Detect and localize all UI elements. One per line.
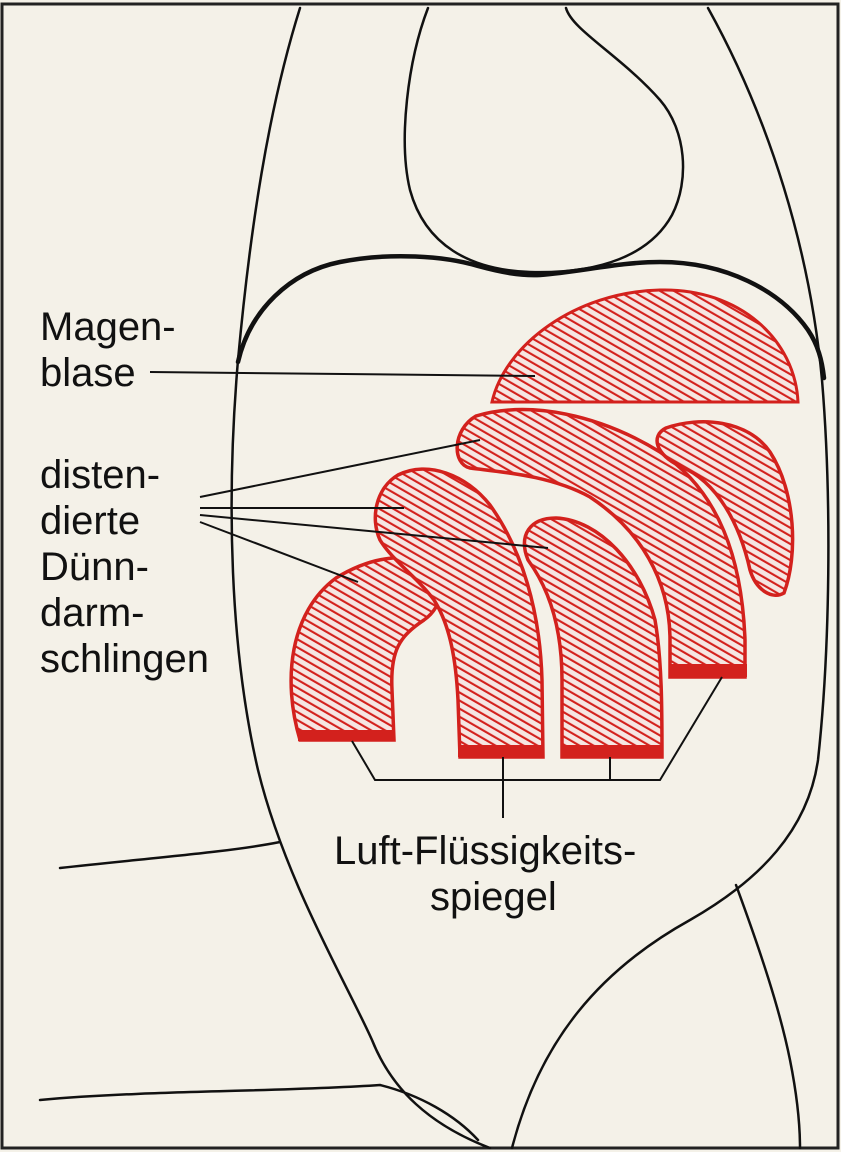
leader-loop-d — [200, 522, 358, 582]
label-duenndarm-line1: disten- — [40, 452, 160, 498]
bowel-loop-1 — [291, 558, 441, 740]
leader-magenblase — [150, 372, 535, 376]
bowel-loop-3 — [524, 518, 662, 757]
label-magenblase-line2: blase — [40, 350, 136, 396]
label-duenndarm-line5: schlingen — [40, 636, 209, 682]
air-fluid-level-1 — [298, 730, 395, 741]
label-magenblase-line1: Magen- — [40, 304, 176, 350]
label-duenndarm-line2: dierte — [40, 498, 140, 544]
heart-contour — [405, 8, 683, 272]
air-fluid-level-4 — [669, 664, 747, 677]
lower-left-contour-1 — [60, 842, 280, 868]
label-duenndarm-line3: Dünn- — [40, 544, 149, 590]
label-duenndarm-line4: darm- — [40, 590, 144, 636]
label-spiegel-line2: spiegel — [430, 874, 557, 920]
lower-right-contour — [736, 885, 800, 1148]
air-fluid-level-3 — [562, 745, 663, 757]
stomach-bubble — [492, 290, 798, 402]
label-spiegel-line1: Luft-Flüssigkeits- — [334, 828, 636, 874]
lower-left-contour-2 — [40, 1085, 478, 1140]
air-fluid-level-2 — [458, 745, 544, 757]
